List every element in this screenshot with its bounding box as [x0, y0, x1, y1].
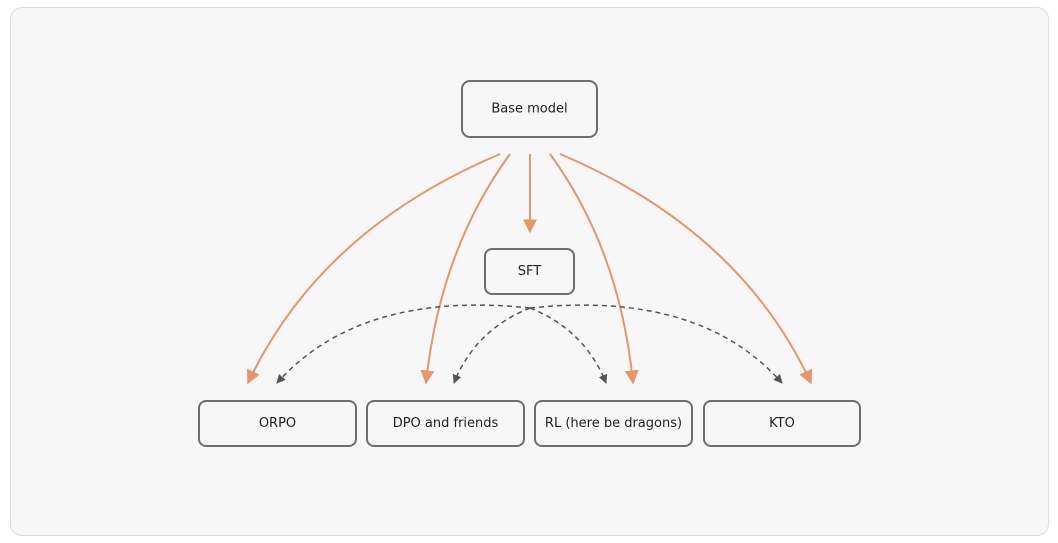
node-base-model-label: Base model [491, 102, 567, 117]
node-rl-label: RL (here be dragons) [545, 416, 682, 431]
node-rl: RL (here be dragons) [534, 400, 693, 447]
node-kto-label: KTO [769, 416, 795, 431]
edge-base-to-dpo [420, 153, 511, 385]
edge-sft-to-dpo [452, 307, 531, 384]
node-kto: KTO [703, 400, 861, 447]
edge-base-to-rl [549, 153, 639, 385]
node-base-model: Base model [461, 80, 598, 138]
edge-sft-to-kto [529, 304, 783, 384]
node-orpo-label: ORPO [259, 416, 296, 431]
edge-base-to-orpo [247, 153, 501, 385]
node-dpo-and-friends: DPO and friends [366, 400, 525, 447]
edge-base-to-kto [559, 153, 813, 385]
node-orpo: ORPO [198, 400, 357, 447]
edge-sft-to-rl [529, 307, 608, 384]
node-dpo-label: DPO and friends [393, 416, 499, 431]
node-sft-label: SFT [518, 264, 542, 279]
edge-sft-to-orpo [276, 304, 531, 384]
node-sft: SFT [484, 248, 575, 295]
